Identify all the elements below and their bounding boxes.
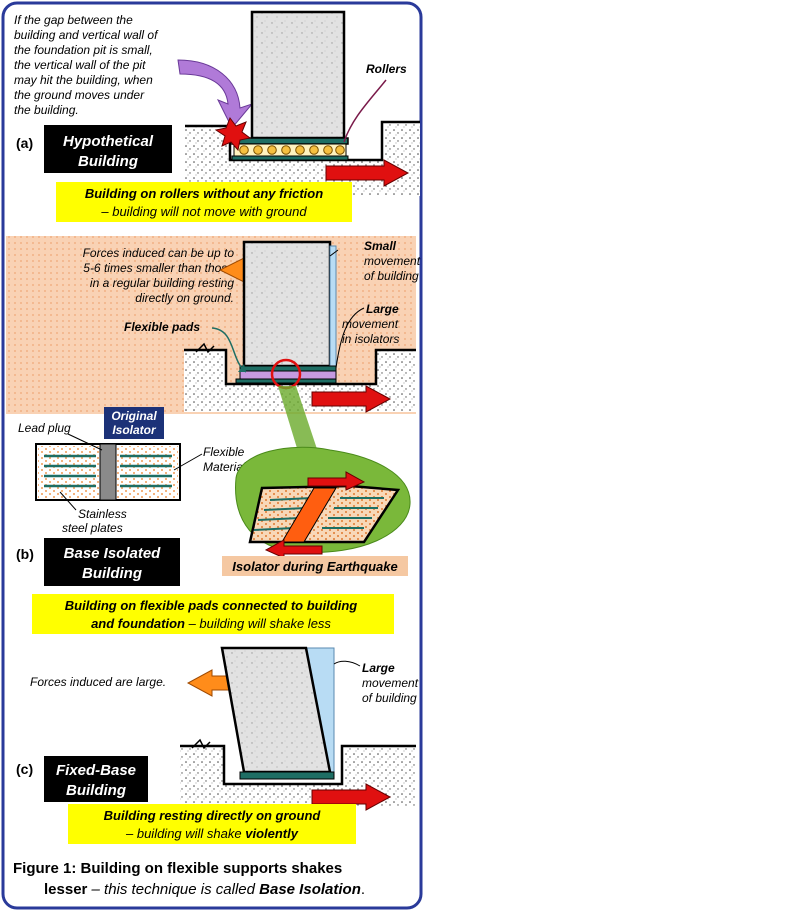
eq-arrow-top xyxy=(307,471,366,491)
panel-a-note-line: If the gap between the xyxy=(14,13,133,27)
panel-a: If the gap between the building and vert… xyxy=(14,10,420,222)
panel-a-letter: (a) xyxy=(16,135,33,151)
panel-a-caption-rest: – building will not move with ground xyxy=(100,204,307,219)
panel-c-caption-box xyxy=(68,804,356,844)
zoom-cone xyxy=(278,386,320,458)
panel-c-large-move-line: Large xyxy=(362,661,395,675)
figure-caption-line2-italic: – this technique is called xyxy=(87,881,259,898)
panel-b-title-box xyxy=(44,538,180,586)
isolator-eq-label: Isolator during Earthquake xyxy=(232,559,397,574)
flexible-material-line1: Flexible xyxy=(203,445,245,459)
panel-b-caption-box xyxy=(32,594,394,634)
rollers-label: Rollers xyxy=(366,62,407,76)
panel-c-title-line2: Building xyxy=(66,782,126,799)
panel-b-ground-motion-arrow xyxy=(311,385,392,413)
panel-b-small-move-line: movement xyxy=(364,254,421,268)
panel-b-large-move-line: Large xyxy=(366,302,399,316)
panel-b-force-note-line: Forces induced can be up to xyxy=(83,246,235,260)
panel-c-title-line1: Fixed-Base xyxy=(56,762,136,779)
panel-b-force-note-line: in a regular building resting xyxy=(90,276,234,290)
panel-a-building xyxy=(250,10,346,140)
panel-b-caption-line1: Building on flexible pads connected to b… xyxy=(65,598,358,613)
panel-b-small-move-line: Small xyxy=(364,239,397,253)
original-isolator-line2: Isolator xyxy=(112,423,157,437)
panel-c-large-move-line: movement xyxy=(362,676,419,690)
impact-star-icon xyxy=(214,116,252,152)
panel-b-caption-line2: and foundation – building will shake les… xyxy=(91,616,331,631)
panel-b-large-move-line: movement xyxy=(342,317,399,331)
panel-c-caption-line1: Building resting directly on ground xyxy=(104,808,322,823)
lead-plug-label: Lead plug xyxy=(18,421,71,435)
panel-c-letter: (c) xyxy=(16,761,33,777)
lead-plug xyxy=(99,443,117,501)
panel-b-letter: (b) xyxy=(16,546,34,562)
figure-caption: Figure 1: Building on flexible supports … xyxy=(13,860,365,898)
panel-c-force-note: Forces induced are large. xyxy=(30,675,166,689)
panel-c-caption-line2-bold: violently xyxy=(245,826,299,841)
panel-a-title-line1: Hypothetical xyxy=(63,133,154,150)
panel-a-note-line: the foundation pit is small, xyxy=(14,43,153,57)
panel-b-building xyxy=(242,240,332,368)
panel-b-small-move-line: of building xyxy=(364,269,419,283)
panel-a-caption-box xyxy=(56,182,352,222)
eq-arrow-bottom xyxy=(264,539,323,559)
panel-b-title-line1: Base Isolated xyxy=(64,545,162,562)
panel-c-caption-line2-rest: – building will shake xyxy=(125,826,245,841)
panel-b-caption-line2-bold: and foundation xyxy=(91,616,185,631)
flexible-material-line2: Material xyxy=(203,460,246,474)
panel-a-note-line: may hit the building, when xyxy=(14,73,153,87)
steel-plates-line1: Stainless xyxy=(78,507,127,521)
panel-a-caption-bold: Building on rollers without any friction xyxy=(85,186,323,201)
panel-c-large-move-line: of building xyxy=(362,691,417,705)
steel-plates-line2: steel plates xyxy=(62,521,123,535)
panel-a-note: If the gap between the building and vert… xyxy=(14,13,159,117)
panel-b-force-note-line: 5-6 times smaller than those xyxy=(83,261,234,275)
panel-a-note-line: building and vertical wall of xyxy=(14,28,159,42)
panel-b-title-line2: Building xyxy=(82,565,142,582)
figure-caption-line2-bold-italic: Base Isolation xyxy=(259,881,361,898)
panel-c-base-pad xyxy=(239,771,335,780)
figure-caption-line2: lesser – this technique is called Base I… xyxy=(44,881,365,898)
panel-b-force-note-line: directly on ground. xyxy=(135,291,234,305)
figure-caption-line1: Figure 1: Building on flexible supports … xyxy=(13,860,342,877)
panel-b-ghost-building xyxy=(329,245,337,367)
ground-motion-arrow xyxy=(325,159,410,187)
panel-a-note-line: the vertical wall of the pit xyxy=(14,58,146,72)
panel-c-caption-line2: – building will shake violently xyxy=(125,826,299,841)
figure-caption-line2-bold: lesser xyxy=(44,881,88,898)
roller-row xyxy=(239,145,345,155)
panel-b: Forces induced can be up to 5-6 times sm… xyxy=(6,236,421,634)
flexible-pads-label: Flexible pads xyxy=(124,320,200,334)
isolator-eq-label-box xyxy=(222,556,408,576)
panel-c-title-box xyxy=(44,756,148,802)
panel-b-large-move-line: in isolators xyxy=(342,332,399,346)
original-isolator-line1: Original xyxy=(111,409,157,423)
panel-a-title-box xyxy=(44,125,172,173)
panel-a-note-line: the ground moves under xyxy=(14,88,145,102)
sheared-lead-plug xyxy=(281,487,337,543)
panel-a-note-line: the building. xyxy=(14,103,79,117)
original-isolator-badge xyxy=(104,407,164,439)
panel-c: Forces induced are large. Large movement… xyxy=(16,646,419,844)
panel-b-isolator-layer xyxy=(239,370,337,380)
panel-a-title-line2: Building xyxy=(78,153,138,170)
figure-caption-line2-end: . xyxy=(361,881,365,898)
panel-b-caption-line2-rest: – building will shake less xyxy=(185,616,331,631)
